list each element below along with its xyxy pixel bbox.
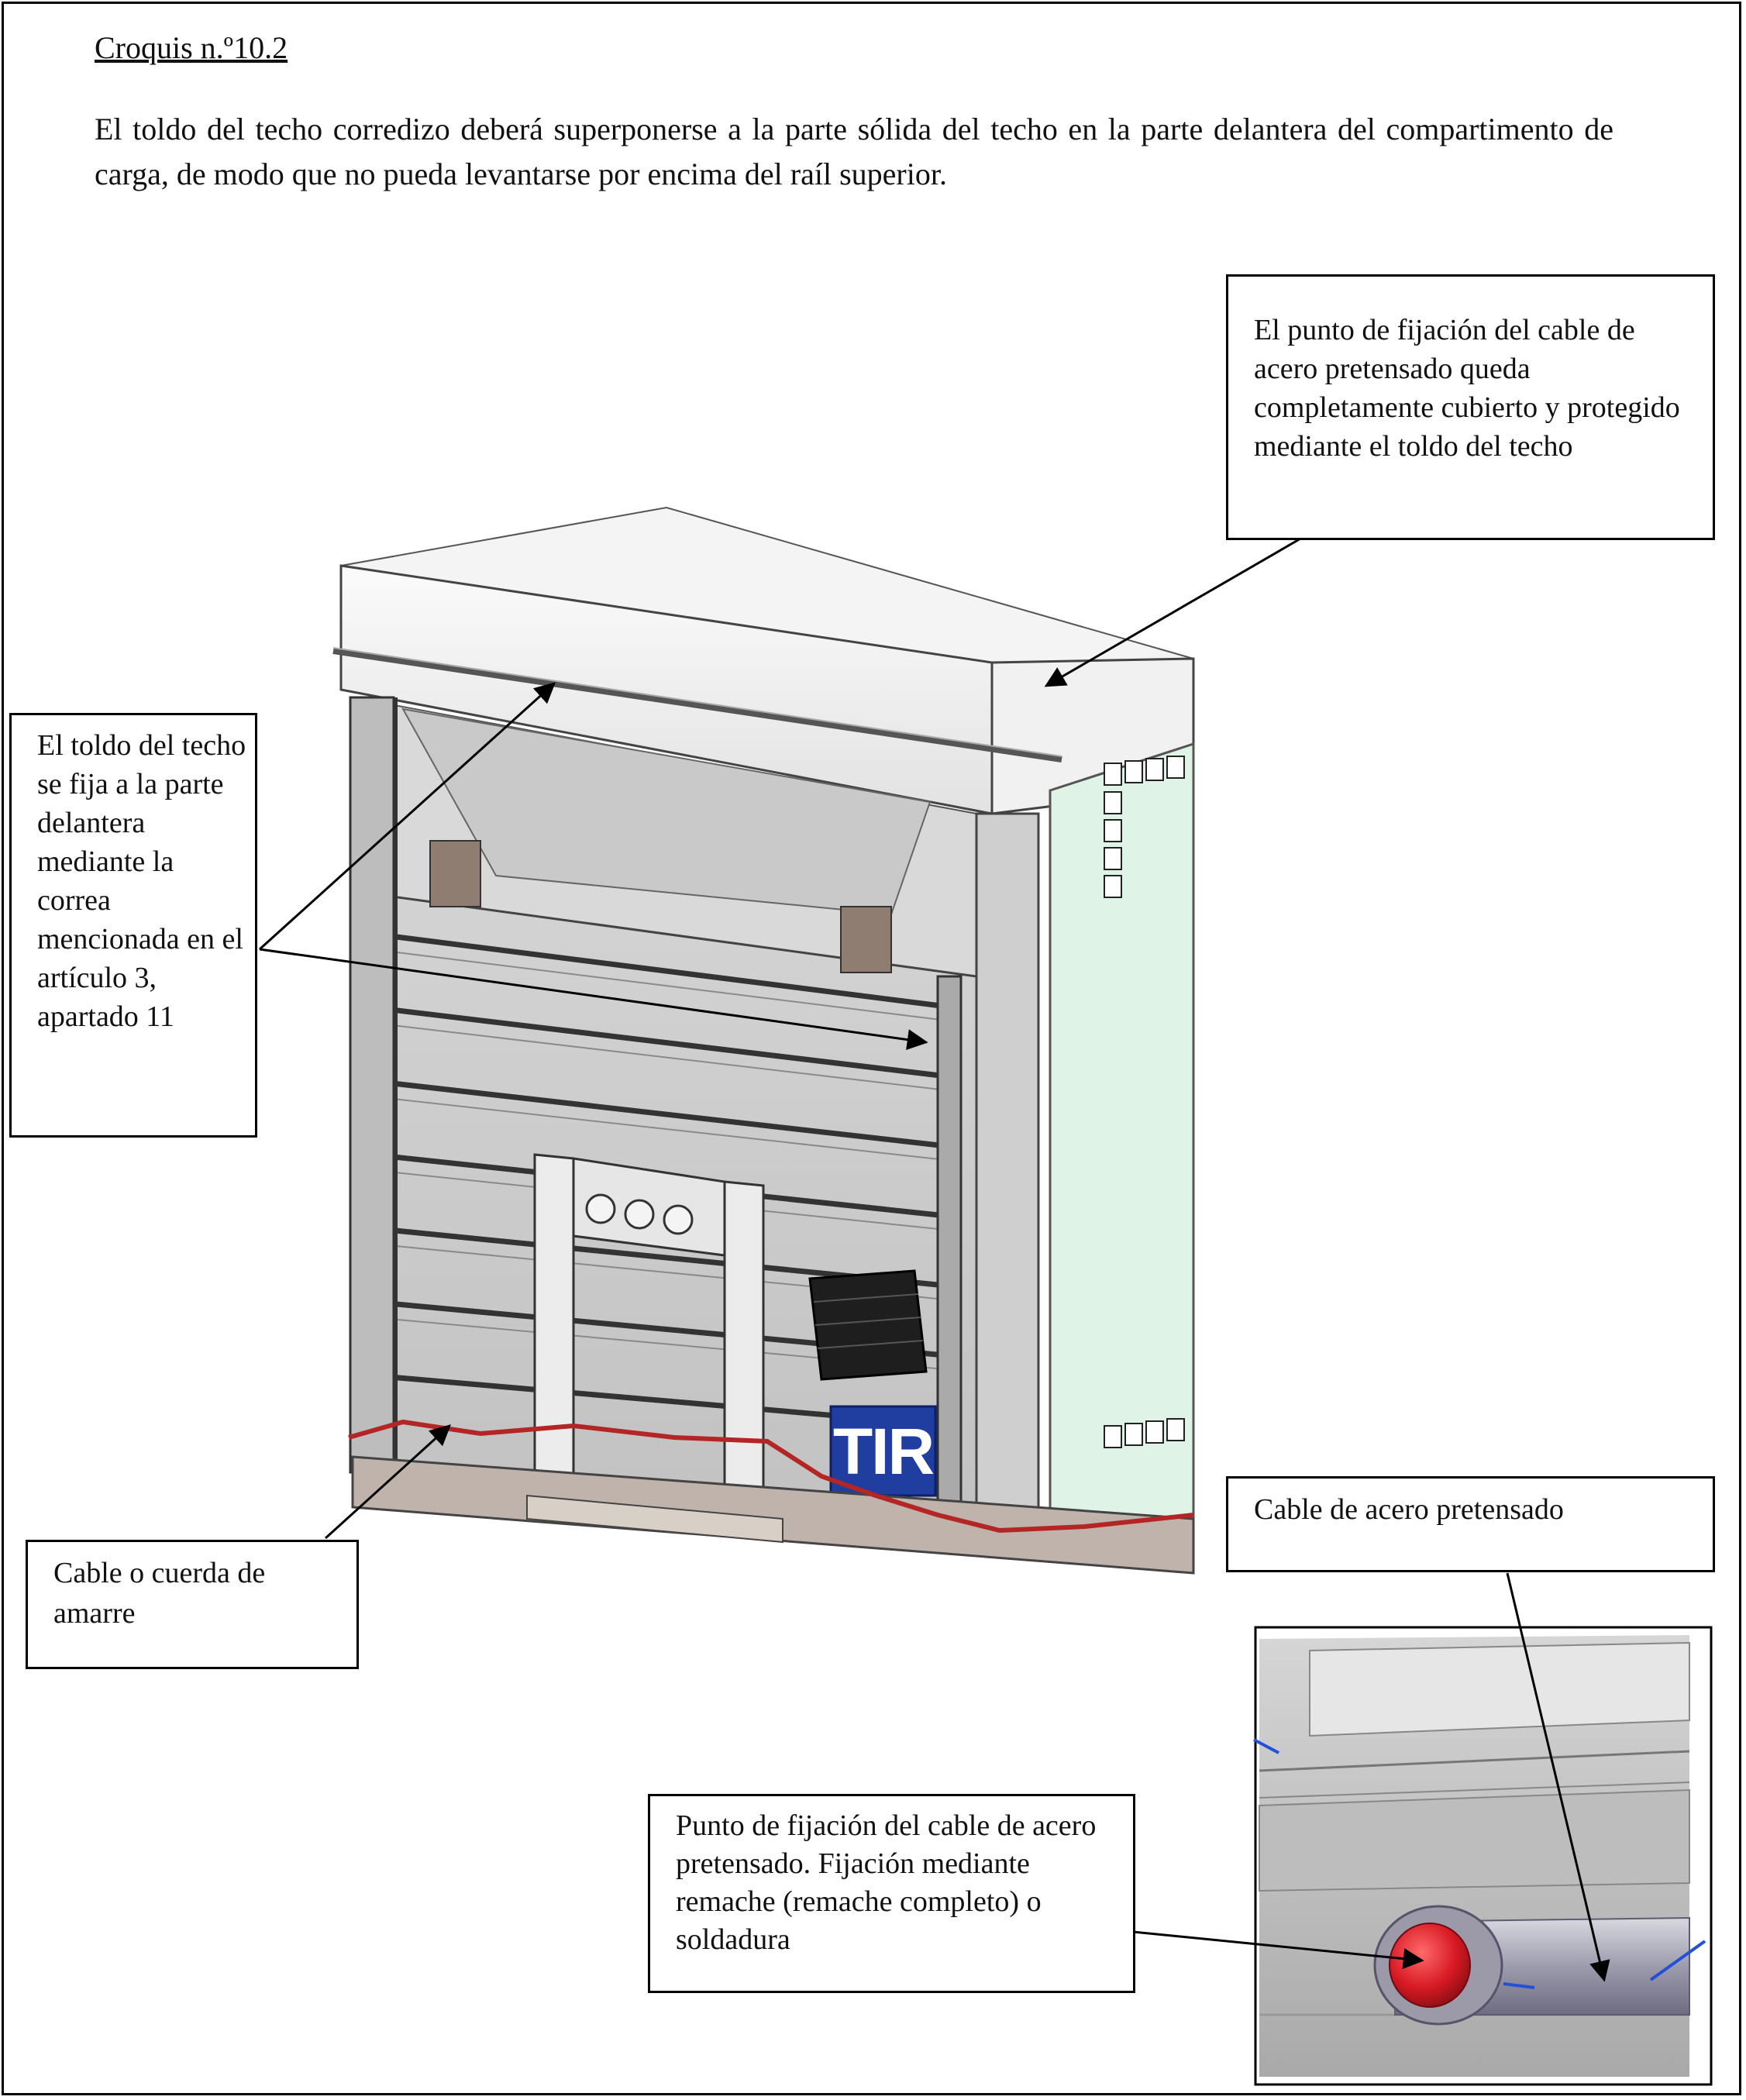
trailer-front bbox=[332, 506, 1195, 1575]
callout-roof-tarp-strap: El toldo del techo se fija a la parte de… bbox=[9, 713, 257, 1138]
callout-rivet-point-text: Punto de fijación del cable de acero pre… bbox=[676, 1809, 1097, 1956]
tir-plate-label: TIR bbox=[832, 1415, 935, 1488]
detail-inset bbox=[1253, 1626, 1713, 2086]
callout-rivet-point: Punto de fijación del cable de acero pre… bbox=[648, 1794, 1135, 1993]
callout-steel-cable-text: Cable de acero pretensado bbox=[1254, 1493, 1564, 1526]
callout-fixing-point-roof: El punto de fijación del cable de acero … bbox=[1226, 274, 1715, 540]
sketch-title: Croquis n.º10.2 bbox=[95, 30, 288, 65]
callout-lashing-cable: Cable o cuerda de amarre bbox=[26, 1540, 359, 1669]
callout-roof-tarp-strap-text: El toldo del techo se fija a la parte de… bbox=[37, 729, 246, 1033]
callout-steel-cable: Cable de acero pretensado bbox=[1226, 1476, 1715, 1572]
rivet-point bbox=[1389, 1923, 1471, 2008]
leader-lines bbox=[258, 536, 1610, 1982]
callout-fixing-point-roof-text: El punto de fijación del cable de acero … bbox=[1254, 314, 1680, 463]
intro-paragraph: El toldo del techo corredizo deberá supe… bbox=[95, 112, 1613, 191]
callout-lashing-cable-text: Cable o cuerda de amarre bbox=[53, 1557, 266, 1630]
